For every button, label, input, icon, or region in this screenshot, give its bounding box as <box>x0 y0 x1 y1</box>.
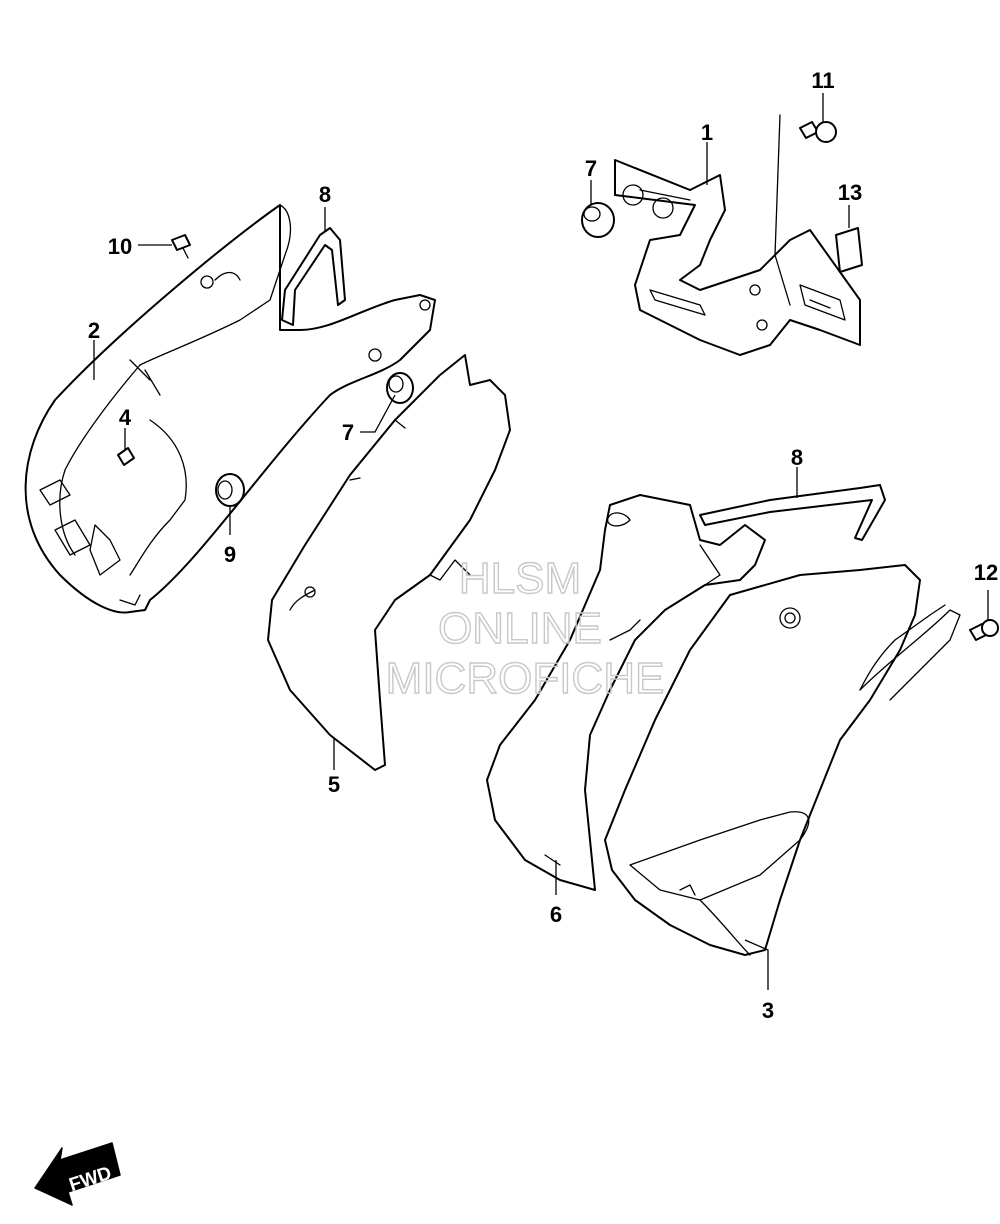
callout-11: 11 <box>811 68 834 93</box>
callout-8-upper: 8 <box>319 182 331 207</box>
leader-7-middle <box>360 394 396 433</box>
part-3-side-cover <box>604 564 961 956</box>
callout-1: 1 <box>701 120 713 145</box>
callout-2: 2 <box>88 318 100 343</box>
watermark-line-3: MICROFICHE <box>386 654 665 703</box>
fwd-arrow: FWD <box>34 1142 121 1206</box>
part-6-inner-rear-panel <box>486 494 766 891</box>
part-8-trim-lower <box>699 484 886 541</box>
callout-13: 13 <box>838 180 862 205</box>
callout-6: 6 <box>550 902 562 927</box>
part-12-screw <box>969 619 999 641</box>
part-2-shroud-left <box>24 204 436 614</box>
callout-5: 5 <box>328 772 340 797</box>
leader-lines <box>93 93 989 990</box>
callout-7-upper: 7 <box>585 156 597 181</box>
callout-12: 12 <box>974 560 998 585</box>
watermark-line-2: ONLINE <box>438 604 602 653</box>
callout-8-lower: 8 <box>791 445 803 470</box>
part-13-block <box>835 227 863 273</box>
callout-7-middle: 7 <box>342 420 354 445</box>
part-8-trim-upper <box>281 227 346 326</box>
part-11-bolt <box>799 121 837 143</box>
watermark: HLSM ONLINE MICROFICHE <box>385 553 665 703</box>
part-9-grommet <box>215 473 245 507</box>
part-1-bracket <box>614 114 861 356</box>
leader-3 <box>744 939 769 990</box>
part-7-grommet-upper <box>581 202 615 238</box>
callout-4: 4 <box>119 405 132 430</box>
callout-10: 10 <box>108 234 132 259</box>
callout-numbers: 1 2 3 4 5 6 7 7 8 8 9 10 11 12 13 <box>88 68 998 1023</box>
callout-9: 9 <box>224 542 236 567</box>
part-7-grommet-middle <box>386 372 414 404</box>
callout-3: 3 <box>762 998 774 1023</box>
part-5-inner-panel <box>267 354 511 771</box>
fwd-arrow-icon <box>34 1142 121 1206</box>
watermark-line-1: HLSM <box>459 554 581 603</box>
part-10-screw <box>171 234 191 259</box>
part-4-clip <box>117 447 135 466</box>
